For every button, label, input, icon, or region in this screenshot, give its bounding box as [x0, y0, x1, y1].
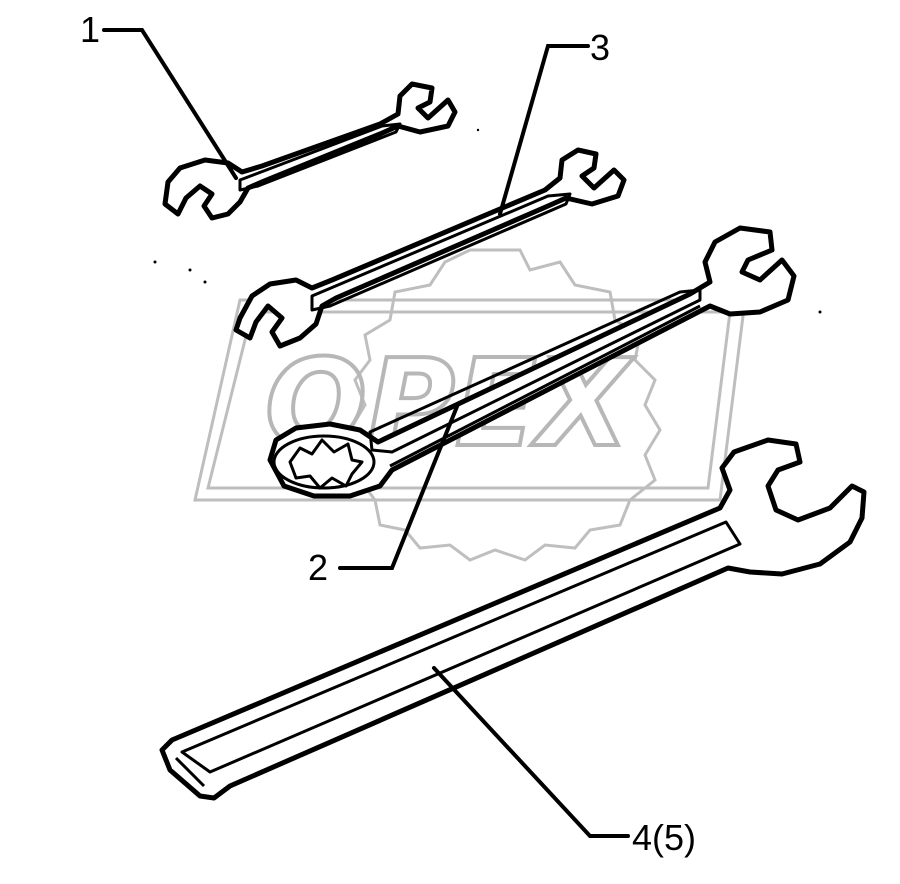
- small-open-end-wrench: [162, 81, 458, 221]
- ring-teeth-icon: [288, 438, 364, 490]
- scan-dots: [153, 128, 822, 314]
- callout-label-3: 3: [590, 27, 610, 68]
- callout-4-5: 4(5): [432, 666, 696, 858]
- callout-1: 1: [80, 9, 238, 180]
- leader-line-3: [498, 44, 590, 216]
- callout-label-2: 2: [308, 547, 328, 588]
- leader-line-2: [338, 402, 460, 570]
- watermark-frame: [193, 298, 747, 502]
- callout-3: 3: [498, 27, 610, 216]
- leader-line-4: [432, 666, 630, 838]
- callout-2: 2: [308, 402, 460, 588]
- leader-line-1: [102, 28, 238, 180]
- watermark-frame-inner: [206, 310, 732, 490]
- double-open-end-wrench: [233, 147, 627, 349]
- callout-label-1: 1: [80, 9, 100, 50]
- callout-label-4: 4(5): [632, 817, 696, 858]
- large-single-open-end-wrench: [159, 437, 867, 801]
